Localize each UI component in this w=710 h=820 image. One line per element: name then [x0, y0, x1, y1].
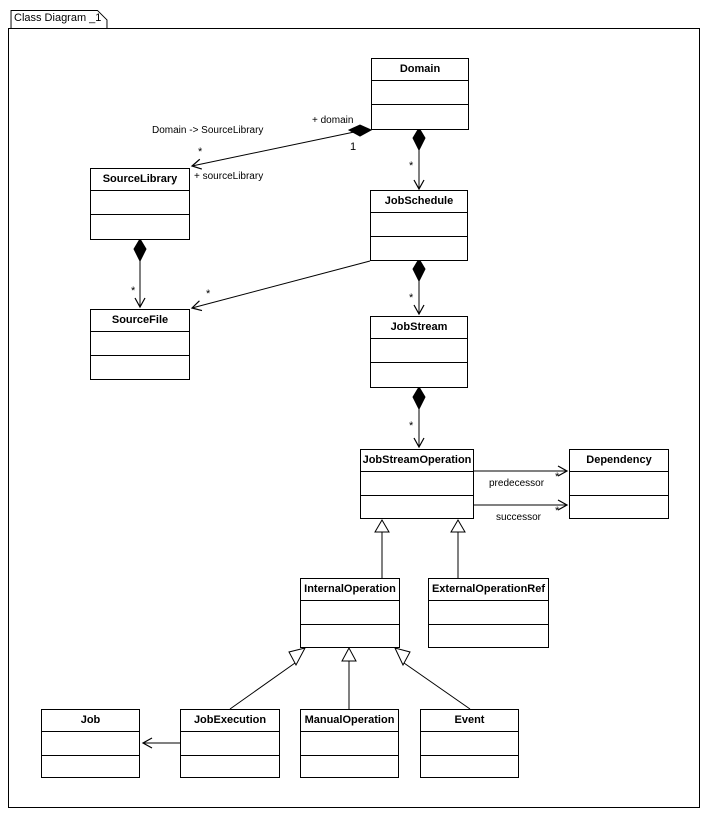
class-box-dependency[interactable]: Dependency: [569, 449, 669, 519]
class-box-jobstreamoperation[interactable]: JobStreamOperation: [360, 449, 474, 519]
class-name-externaloperationref: ExternalOperationRef: [429, 579, 548, 601]
class-box-sourcelibrary[interactable]: SourceLibrary: [90, 168, 190, 240]
diagram-title-label: Class Diagram _1: [14, 12, 102, 24]
class-operations-jobstream: [371, 363, 467, 387]
class-attributes-dependency: [570, 472, 668, 496]
association-role-predecessor: predecessor: [489, 478, 545, 489]
class-attributes-manualoperation: [301, 732, 398, 756]
multiplicity-sourcelibrary-sourcefile: *: [131, 285, 136, 297]
class-attributes-jobstream: [371, 339, 467, 363]
class-operations-jobexecution: [181, 756, 279, 780]
class-name-jobexecution: JobExecution: [181, 710, 279, 732]
class-operations-domain: [372, 105, 468, 129]
class-attributes-jobschedule: [371, 213, 467, 237]
class-name-sourcefile: SourceFile: [91, 310, 189, 332]
class-name-event: Event: [421, 710, 518, 732]
multiplicity-jobschedule-jobstream: *: [409, 292, 414, 304]
class-attributes-event: [421, 732, 518, 756]
diagram-frame-tab[interactable]: [8, 10, 110, 29]
class-box-domain[interactable]: Domain: [371, 58, 469, 130]
multiplicity-predecessor: *: [555, 471, 560, 483]
class-box-sourcefile[interactable]: SourceFile: [90, 309, 190, 380]
class-attributes-jobexecution: [181, 732, 279, 756]
class-attributes-internaloperation: [301, 601, 399, 625]
edge-jobschedule-sourcefile[interactable]: [190, 260, 371, 312]
role-label-sourcelibrary: + sourceLibrary: [194, 171, 264, 182]
edge-domain-jobschedule[interactable]: [412, 127, 426, 191]
class-attributes-sourcelibrary: [91, 191, 189, 215]
class-name-job: Job: [42, 710, 139, 732]
class-attributes-job: [42, 732, 139, 756]
class-name-sourcelibrary: SourceLibrary: [91, 169, 189, 191]
generalization-jobexecution-internaloperation[interactable]: [229, 647, 306, 710]
association-role-successor: successor: [496, 512, 542, 523]
multiplicity-domain-one: 1: [350, 141, 357, 153]
class-box-jobschedule[interactable]: JobSchedule: [370, 190, 468, 261]
class-name-jobschedule: JobSchedule: [371, 191, 467, 213]
generalization-externaloperationref-jobstreamoperation[interactable]: [450, 519, 466, 578]
class-operations-manualoperation: [301, 756, 398, 780]
class-operations-jobstreamoperation: [361, 496, 473, 520]
edge-sourcelibrary-sourcefile[interactable]: [133, 238, 147, 309]
multiplicity-sourcelibrary-many: *: [198, 146, 203, 158]
class-attributes-externaloperationref: [429, 601, 548, 625]
class-box-job[interactable]: Job: [41, 709, 140, 778]
class-box-manualoperation[interactable]: ManualOperation: [300, 709, 399, 778]
class-attributes-sourcefile: [91, 332, 189, 356]
generalization-internaloperation-jobstreamoperation[interactable]: [374, 519, 390, 578]
association-name-domain-sourcelibrary: Domain -> SourceLibrary: [152, 125, 264, 136]
generalization-event-internaloperation[interactable]: [394, 647, 471, 710]
class-operations-sourcelibrary: [91, 215, 189, 239]
edge-jobschedule-jobstream[interactable]: [412, 258, 426, 316]
class-box-jobstream[interactable]: JobStream: [370, 316, 468, 388]
generalization-manualoperation-internaloperation[interactable]: [341, 646, 357, 709]
class-attributes-jobstreamoperation: [361, 472, 473, 496]
class-name-jobstreamoperation: JobStreamOperation: [361, 450, 473, 472]
multiplicity-jobstream-jobstreamoperation: *: [409, 420, 414, 432]
class-operations-internaloperation: [301, 625, 399, 649]
class-box-event[interactable]: Event: [420, 709, 519, 778]
edge-domain-sourcelibrary[interactable]: [190, 124, 373, 170]
class-operations-sourcefile: [91, 356, 189, 380]
class-operations-event: [421, 756, 518, 780]
role-label-domain: + domain: [312, 115, 354, 126]
class-name-domain: Domain: [372, 59, 468, 81]
class-name-manualoperation: ManualOperation: [301, 710, 398, 732]
edge-jobstream-jobstreamoperation[interactable]: [412, 386, 426, 449]
multiplicity-domain-jobschedule: *: [409, 160, 414, 172]
diagram-frame: [8, 28, 700, 808]
class-operations-externaloperationref: [429, 625, 548, 649]
class-name-internaloperation: InternalOperation: [301, 579, 399, 601]
class-operations-job: [42, 756, 139, 780]
class-name-dependency: Dependency: [570, 450, 668, 472]
multiplicity-jobschedule-sourcefile: *: [206, 288, 211, 300]
class-name-jobstream: JobStream: [371, 317, 467, 339]
class-operations-dependency: [570, 496, 668, 520]
class-box-externaloperationref[interactable]: ExternalOperationRef: [428, 578, 549, 648]
class-box-internaloperation[interactable]: InternalOperation: [300, 578, 400, 648]
class-attributes-domain: [372, 81, 468, 105]
class-operations-jobschedule: [371, 237, 467, 261]
class-box-jobexecution[interactable]: JobExecution: [180, 709, 280, 778]
multiplicity-successor: *: [555, 505, 560, 517]
